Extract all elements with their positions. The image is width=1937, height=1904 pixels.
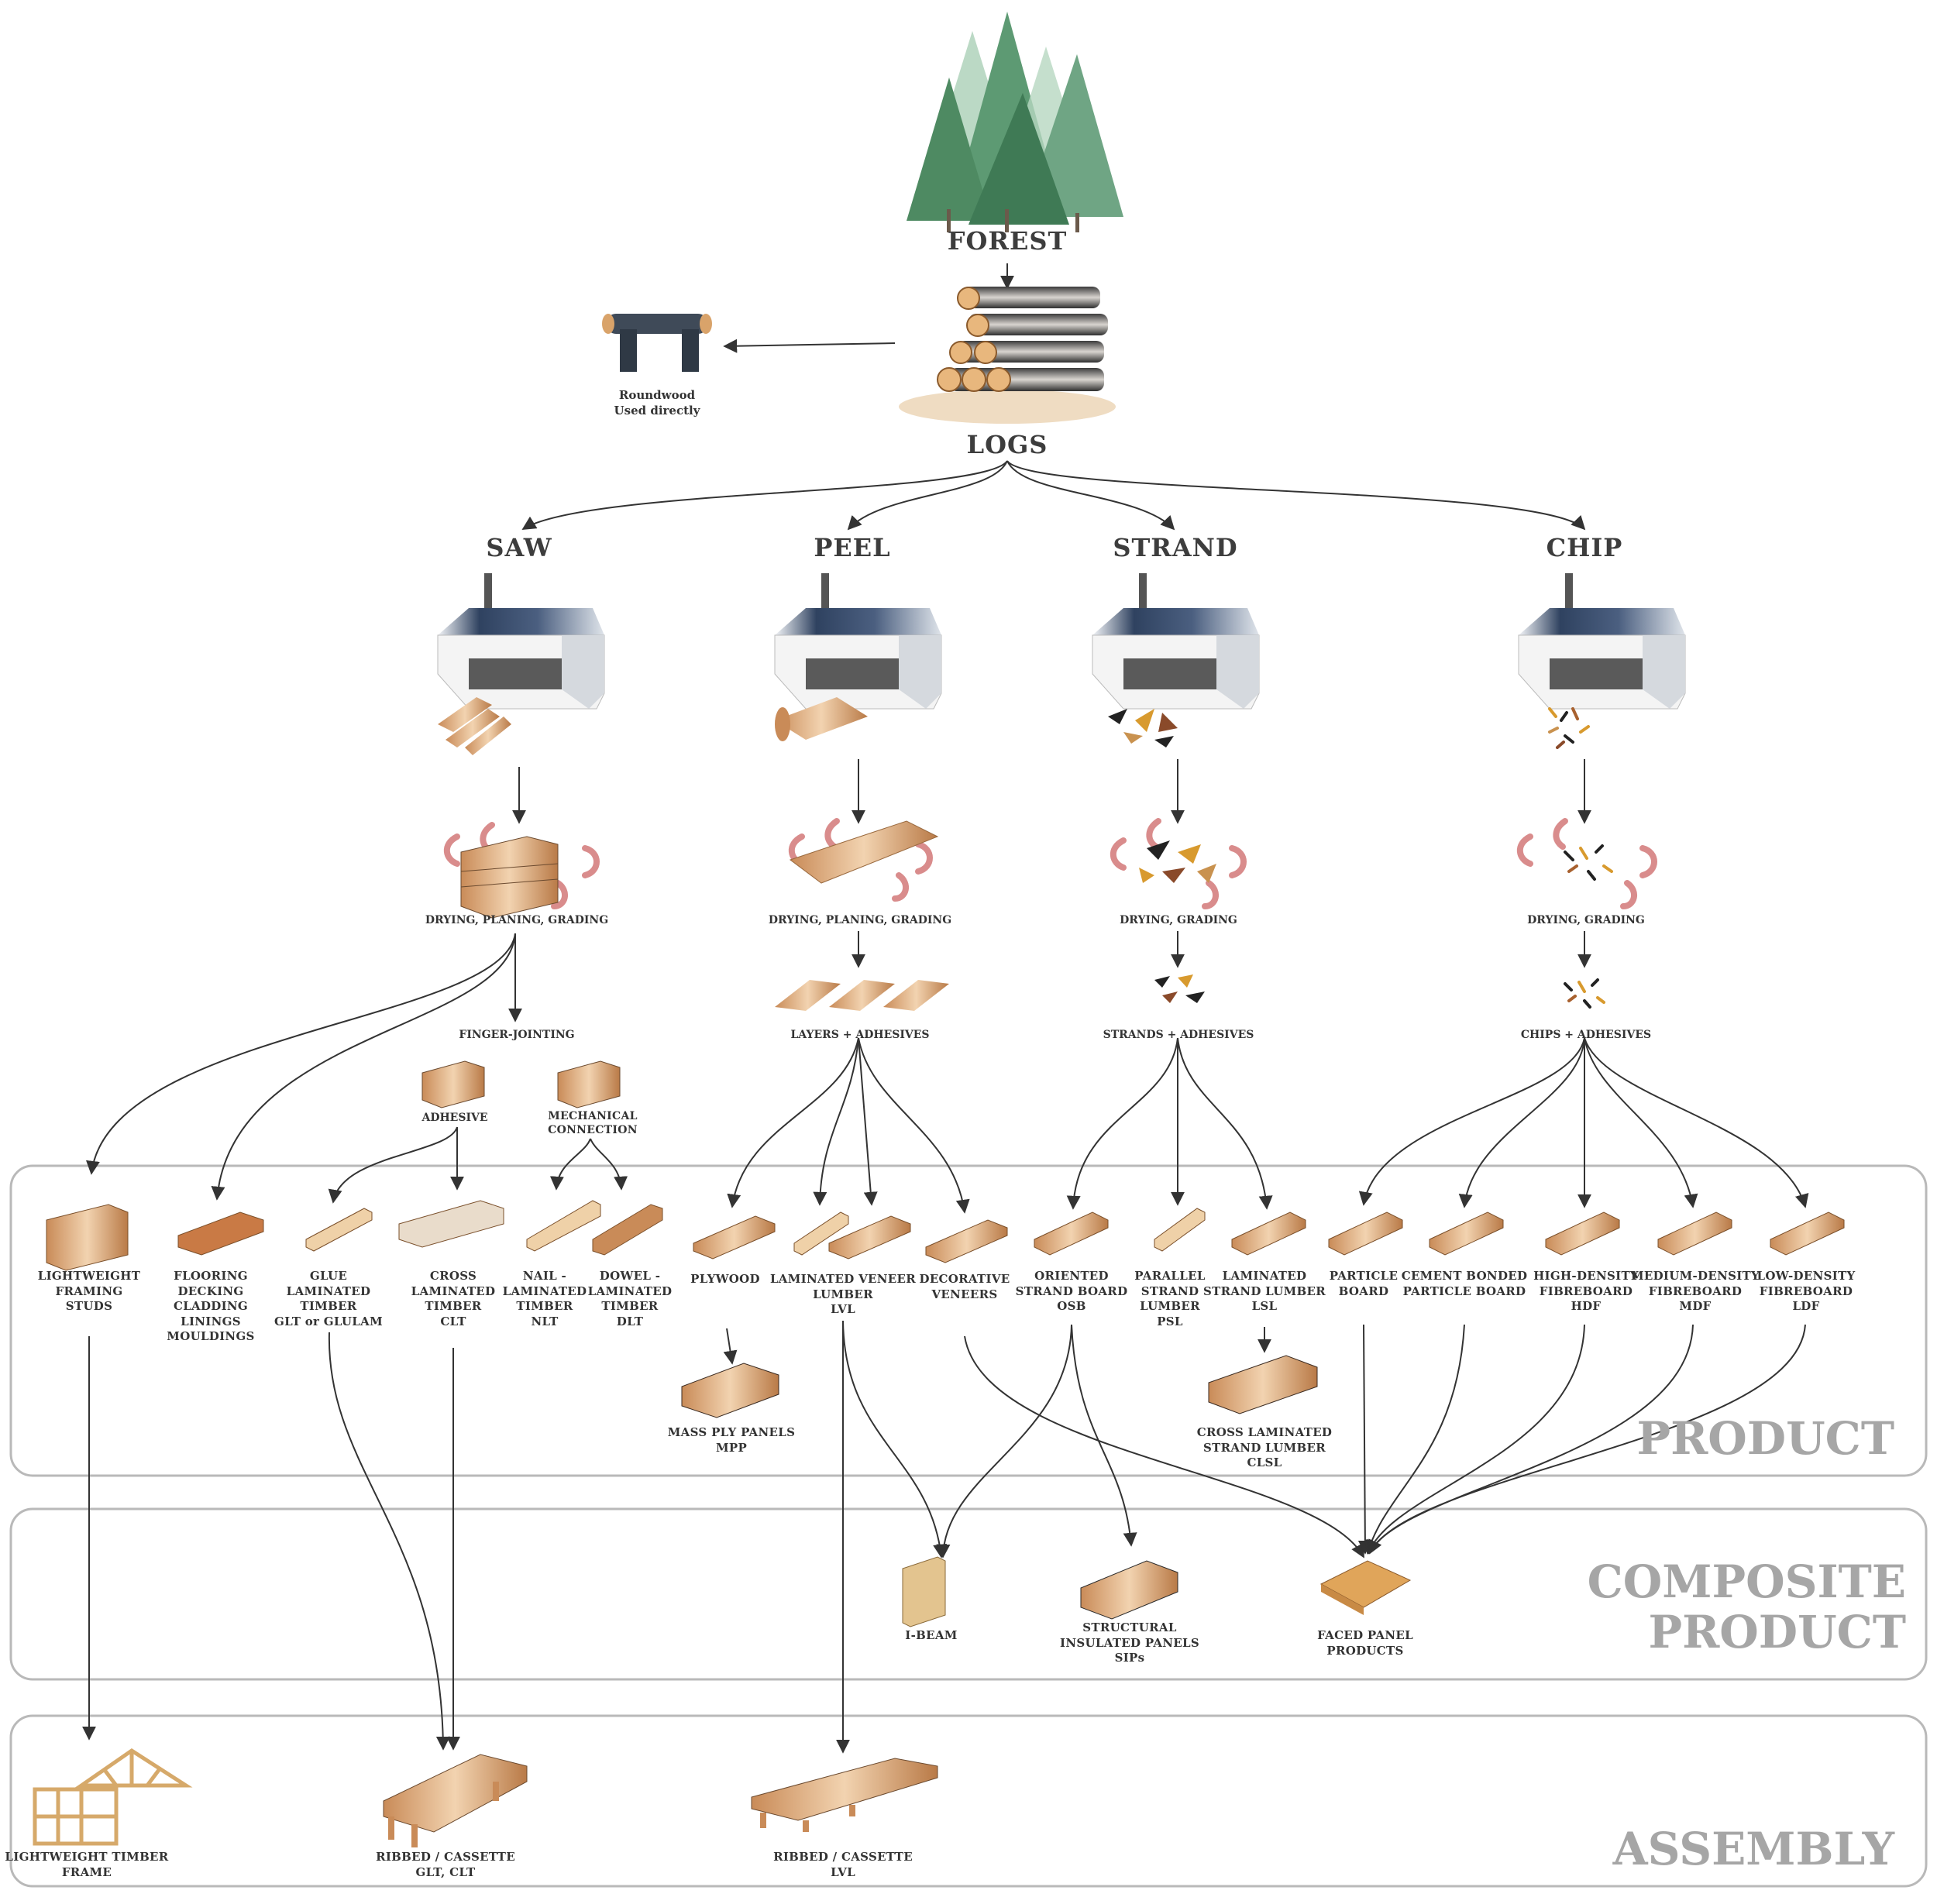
product-tier-box xyxy=(9,1164,1928,1477)
product-hdf: HIGH-DENSITY FIBREBOARD HDF xyxy=(1533,1269,1639,1313)
product-lsl: LAMINATED STRAND LUMBER LSL xyxy=(1203,1269,1326,1313)
composite-faced: FACED PANEL PRODUCTS xyxy=(1317,1628,1413,1658)
i-beam-icon xyxy=(902,1556,946,1627)
composite-sips: STRUCTURAL INSULATED PANELS SIPs xyxy=(1060,1620,1199,1665)
product-ldf: LOW-DENSITY FIBREBOARD LDF xyxy=(1756,1269,1856,1313)
wood-chips-icon xyxy=(1564,978,1605,1009)
panel-icon xyxy=(1080,1560,1412,1620)
drying-arrows-icon xyxy=(443,818,1657,909)
flow-arrows xyxy=(82,263,1809,1754)
chip-drying-label: DRYING, GRADING xyxy=(1527,914,1645,926)
board-icon xyxy=(46,1200,1845,1271)
log-pile-icon xyxy=(899,287,1116,424)
product-osb: ORIENTED STRAND BOARD OSB xyxy=(1015,1269,1128,1313)
product-mdf: MEDIUM-DENSITY FIBREBOARD MDF xyxy=(1630,1269,1760,1313)
roundwood-label: Roundwood Used directly xyxy=(614,388,700,418)
mechanical-connection-label: MECHANICAL CONNECTION xyxy=(548,1110,638,1137)
product-lvl: LAMINATED VENEER LUMBER LVL xyxy=(769,1272,917,1316)
lumber-stack-icon xyxy=(460,836,559,919)
pine-trees-icon xyxy=(907,12,1123,232)
tier-label-assembly: ASSEMBLY xyxy=(1612,1823,1894,1875)
chip-process-label: CHIP xyxy=(1546,533,1623,562)
product-clt: CROSS LAMINATED TIMBER CLT xyxy=(411,1269,496,1328)
assembly-ribbed-lvl: RIBBED / CASSETTE LVL xyxy=(773,1850,913,1879)
wood-strands-icon xyxy=(1154,974,1205,1003)
saw-process-label: SAW xyxy=(486,533,552,562)
layers-adhesives-label: LAYERS + ADHESIVES xyxy=(790,1029,930,1041)
finger-jointing-label: FINGER-JOINTING xyxy=(459,1029,575,1041)
saw-drying-label: DRYING, PLANING, GRADING xyxy=(425,914,609,926)
forest-label: FOREST xyxy=(947,226,1068,256)
logs-label: LOGS xyxy=(966,430,1048,459)
product-flooring: FLOORING DECKING CLADDING LININGS MOULDI… xyxy=(167,1269,255,1343)
assembly-tier-box xyxy=(9,1714,1928,1888)
peel-process-label: PEEL xyxy=(814,533,891,562)
adhesive-label: ADHESIVE xyxy=(421,1112,488,1124)
lumber-stack-icon xyxy=(421,1060,621,1108)
product-particle: PARTICLE BOARD xyxy=(1329,1269,1399,1298)
wood-strands-icon xyxy=(1139,840,1216,883)
lumber-stack-icon xyxy=(438,697,511,755)
product-plywood: PLYWOOD xyxy=(690,1272,760,1286)
tier-label-composite: COMPOSITE PRODUCT xyxy=(1587,1555,1906,1658)
product-studs: LIGHTWEIGHT FRAMING STUDS xyxy=(37,1269,141,1313)
product-cement: CEMENT BONDED PARTICLE BOARD xyxy=(1401,1269,1528,1298)
wood-strands-icon xyxy=(1108,709,1178,748)
product-clsl: CROSS LAMINATED STRAND LUMBER CLSL xyxy=(1196,1425,1333,1469)
tier-boxes xyxy=(9,1164,1928,1888)
wood-chips-icon xyxy=(1564,844,1613,881)
roundwood-bench-icon xyxy=(602,314,712,372)
product-glulam: GLUE LAMINATED TIMBER GLT or GLULAM xyxy=(274,1269,383,1328)
product-nlt: NAIL - LAMINATED TIMBER NLT xyxy=(502,1269,587,1328)
product-mpp: MASS PLY PANELS MPP xyxy=(667,1425,796,1455)
strands-adhesives-label: STRANDS + ADHESIVES xyxy=(1103,1029,1254,1041)
timber-frame-icon xyxy=(33,1748,193,1846)
product-veneers: DECORATIVE VENEERS xyxy=(919,1272,1010,1301)
veneer-sheet-icon xyxy=(789,820,939,884)
product-psl: PARALLEL STRAND LUMBER PSL xyxy=(1134,1269,1206,1328)
assembly-frame: LIGHTWEIGHT TIMBER FRAME xyxy=(5,1850,169,1879)
peel-drying-label: DRYING, PLANING, GRADING xyxy=(768,914,952,926)
sawmill-building-icon xyxy=(437,573,1686,710)
product-dlt: DOWEL - LAMINATED TIMBER DLT xyxy=(587,1269,673,1328)
panel-icon xyxy=(681,1355,1318,1418)
strand-process-label: STRAND xyxy=(1113,533,1238,562)
composite-ibeam: I-BEAM xyxy=(905,1628,958,1642)
wood-chips-icon xyxy=(1548,707,1590,749)
veneer-sheet-icon xyxy=(775,980,949,1011)
veneer-sheet-icon xyxy=(775,697,868,741)
assembly-ribbed-glt: RIBBED / CASSETTE GLT, CLT xyxy=(376,1850,515,1879)
ribbed-cassette-icon xyxy=(383,1754,938,1847)
tier-label-product: PRODUCT xyxy=(1636,1412,1894,1465)
strand-drying-label: DRYING, GRADING xyxy=(1120,914,1237,926)
chips-adhesives-label: CHIPS + ADHESIVES xyxy=(1520,1029,1652,1041)
composite-tier-box xyxy=(9,1507,1928,1681)
